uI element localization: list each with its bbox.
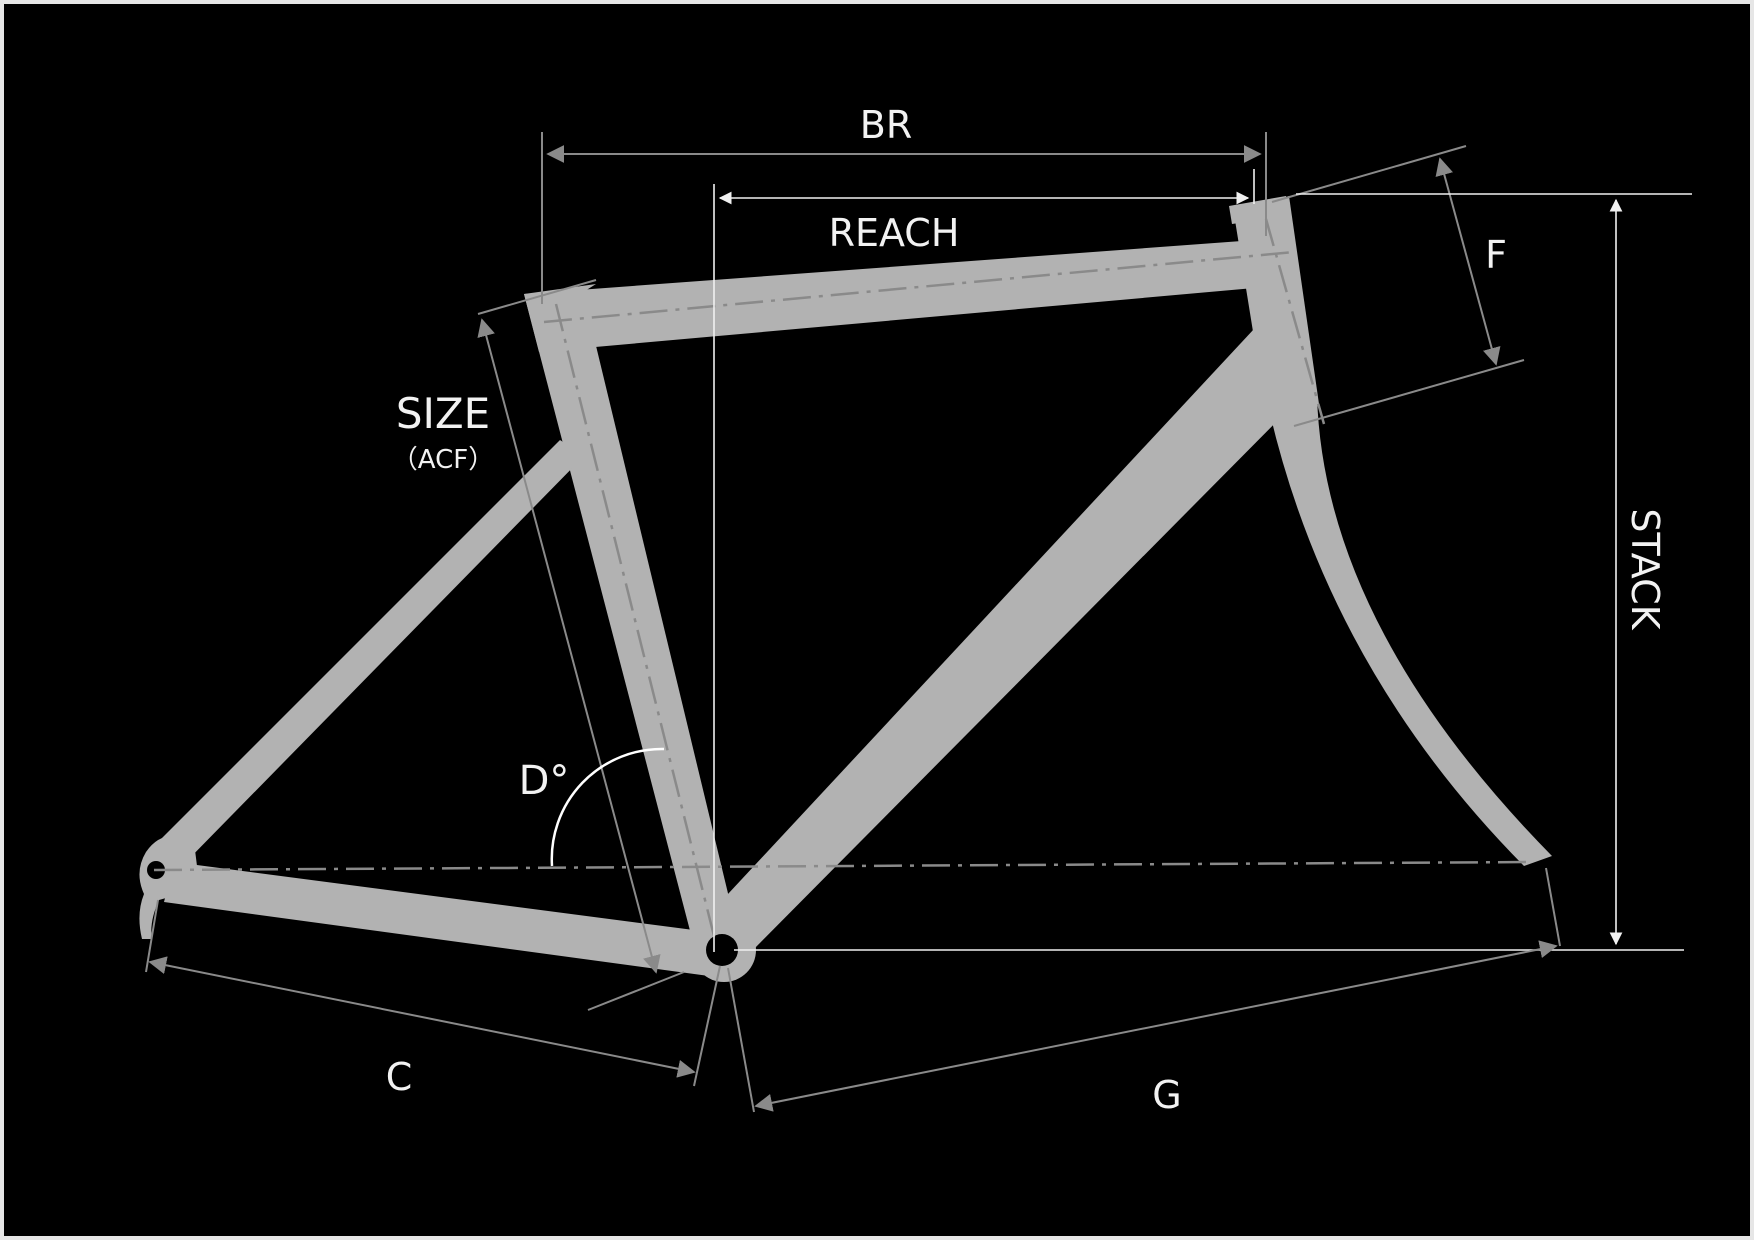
frame-geometry-svg: BR REACH F STACK SIZE （ACF） D° C G	[139, 103, 1692, 1117]
down-tube	[714, 329, 1302, 954]
bike-frame	[139, 196, 1552, 982]
fork	[1266, 396, 1552, 866]
top-tube	[524, 239, 1276, 352]
f-dimension	[1271, 145, 1525, 427]
f-label: F	[1485, 233, 1507, 277]
g-dimension	[727, 867, 1561, 1113]
c-label: C	[386, 1055, 413, 1099]
g-label: G	[1152, 1073, 1181, 1117]
seat-angle-arc	[550, 747, 665, 867]
bottom-bracket-hole	[706, 934, 738, 966]
br-dimension	[541, 132, 1267, 304]
seat-tube	[524, 294, 739, 946]
d-angle-label: D°	[519, 758, 570, 804]
size-label: SIZE	[396, 389, 490, 438]
geometry-diagram: BR REACH F STACK SIZE （ACF） D° C G	[4, 4, 1750, 1236]
reach-dimension	[713, 169, 1255, 952]
head-tube	[1234, 196, 1319, 412]
chain-stay	[164, 862, 709, 976]
br-label: BR	[860, 103, 912, 147]
headset-cap	[1229, 196, 1287, 224]
seat-stay	[154, 440, 584, 866]
c-dimension	[145, 899, 721, 1087]
stack-label: STACK	[1623, 508, 1667, 630]
acf-label: （ACF）	[392, 445, 494, 475]
reach-label: REACH	[829, 211, 960, 255]
